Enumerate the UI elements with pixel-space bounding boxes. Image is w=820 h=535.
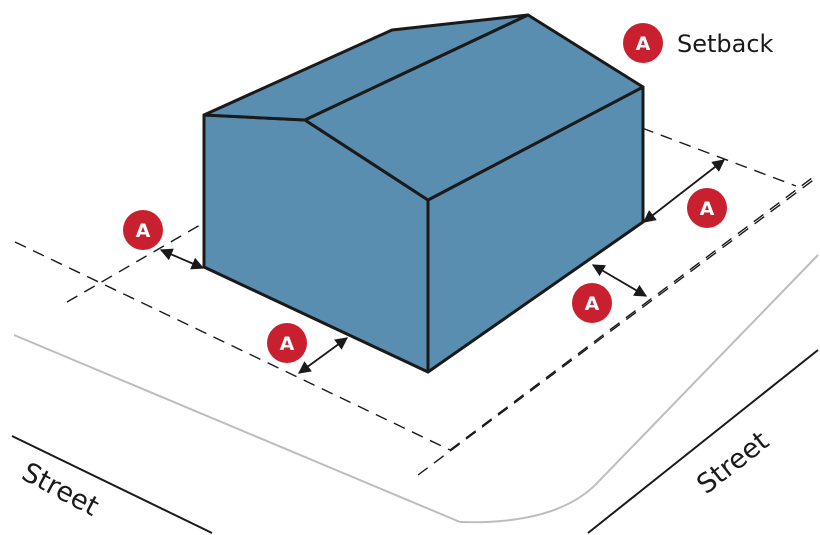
right-street-edge xyxy=(587,349,819,534)
building-roof-side xyxy=(303,13,645,202)
legend: A Setback xyxy=(623,23,774,63)
setback-badge-letter: A xyxy=(700,198,715,220)
legend-badge xyxy=(623,23,663,63)
setback-badge-letter: A xyxy=(280,333,295,355)
front-property-line xyxy=(14,241,451,451)
setback-arrow-left xyxy=(159,248,205,270)
side-property-line xyxy=(449,177,813,451)
setback-badge-letter: A xyxy=(585,293,600,315)
street-label-right: Street xyxy=(691,426,775,501)
setback-badge-left: A xyxy=(123,210,163,250)
property-lines xyxy=(14,127,817,476)
left-street-edge xyxy=(11,435,213,534)
setback-arrows xyxy=(159,159,725,374)
legend-label: Setback xyxy=(677,30,774,58)
setback-badge-rear: A xyxy=(687,188,727,228)
setback-badge-front: A xyxy=(267,323,307,363)
setback-badge-letter: A xyxy=(136,220,151,242)
right-street-curb xyxy=(459,254,819,524)
street-edges xyxy=(11,254,819,534)
setback-arrow-front xyxy=(297,337,349,374)
left-street-curb xyxy=(13,334,461,523)
street-label-left: Street xyxy=(17,457,104,523)
legend-badge-letter: A xyxy=(636,33,651,55)
left-setback-line xyxy=(66,224,201,303)
rear-property-line xyxy=(641,127,797,187)
right-setback-line xyxy=(417,177,817,476)
setback-arrow-rear xyxy=(643,159,725,223)
setback-arrow-side xyxy=(591,264,648,297)
building xyxy=(202,13,645,374)
setback-badge-side: A xyxy=(572,283,612,323)
